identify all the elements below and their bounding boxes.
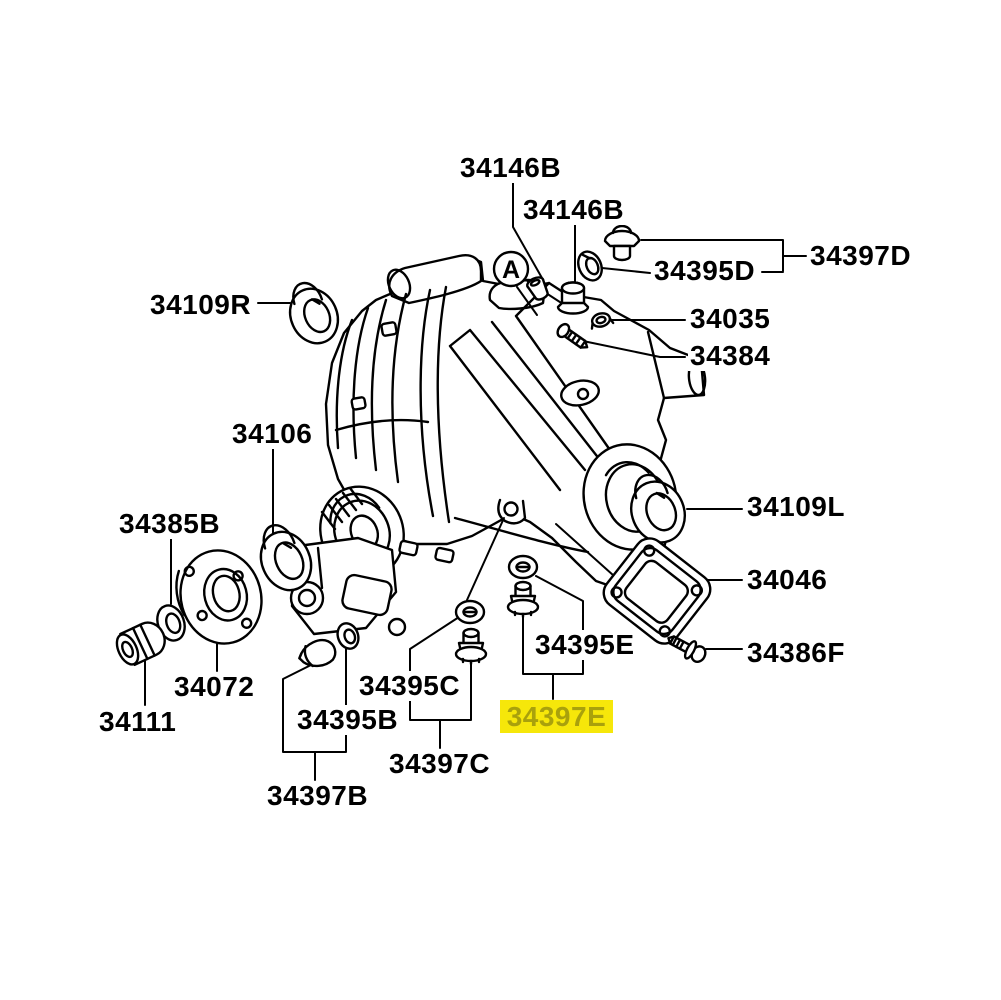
part-label-34384: 34384 [688, 340, 773, 371]
part-label-34106: 34106 [230, 418, 315, 449]
part-label-34111: 34111 [97, 706, 179, 737]
part-label-34386f: 34386F [745, 637, 847, 668]
part-label-34072: 34072 [172, 671, 257, 702]
part-label-34146b-upper: 34146B [458, 152, 564, 183]
part-label-34397e-highlighted: 34397E [500, 700, 613, 733]
cover-34046-drawing [602, 537, 712, 645]
seal-34106-drawing [259, 524, 313, 592]
washer-34395b-ring-drawing [336, 622, 360, 650]
part-label-34109l: 34109L [745, 491, 847, 522]
plug-34397c-drawing [454, 627, 488, 666]
flange-34072-drawing [175, 549, 263, 645]
plug-34146b-housing-drawing [526, 276, 549, 301]
seal-34395d-drawing [577, 250, 603, 282]
washer-34395c-drawing [454, 599, 486, 625]
part-label-34146b-lower: 34146B [521, 194, 627, 225]
seal-34109l-drawing [630, 473, 686, 544]
part-label-34395e: 34395E [533, 629, 637, 660]
part-label-34397b: 34397B [265, 780, 371, 811]
leader-lines [144, 180, 807, 781]
part-label-34395c: 34395C [357, 670, 463, 701]
plug-34146b-loose-drawing [556, 281, 590, 315]
nut-34035-drawing [590, 312, 615, 330]
part-label-34385b: 34385B [117, 508, 223, 539]
washer-34395e-drawing [507, 554, 539, 580]
plug-34397e-drawing [506, 580, 540, 619]
breather-34397d-drawing [603, 224, 641, 262]
plug-34395b-drawing [298, 639, 337, 668]
bolt-34386f-drawing [667, 635, 707, 663]
nut-34111-drawing [115, 621, 166, 667]
part-label-34046: 34046 [745, 564, 830, 595]
detail-circle-a [492, 250, 530, 288]
part-label-34395b: 34395B [295, 704, 401, 735]
part-label-34035: 34035 [688, 303, 773, 334]
part-label-34397d: 34397D [808, 240, 914, 271]
part-label-34109r: 34109R [148, 289, 254, 320]
detail-marker-a: A [501, 256, 521, 284]
part-label-34395d: 34395D [652, 255, 758, 286]
bolt-34384-drawing [556, 322, 589, 349]
part-label-34397c: 34397C [387, 748, 493, 779]
seal-34109r-drawing [288, 281, 340, 345]
